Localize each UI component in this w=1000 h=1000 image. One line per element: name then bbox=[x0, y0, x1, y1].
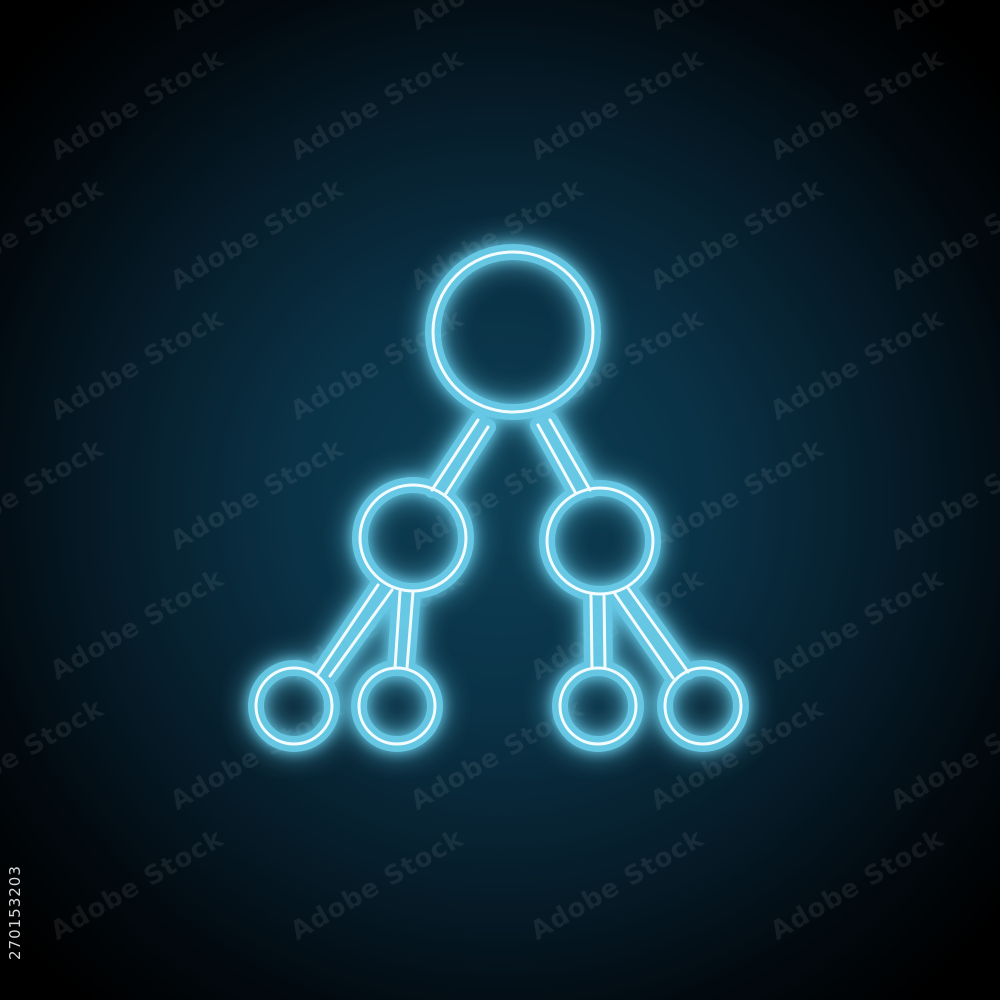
stock-id-label: 270153203 bbox=[6, 865, 24, 960]
root-to-right-connector bbox=[530, 412, 598, 500]
root-to-left-connector bbox=[424, 412, 496, 503]
right-to-leaf4-connector bbox=[607, 580, 696, 686]
left-to-leaf1-connector bbox=[310, 577, 400, 684]
